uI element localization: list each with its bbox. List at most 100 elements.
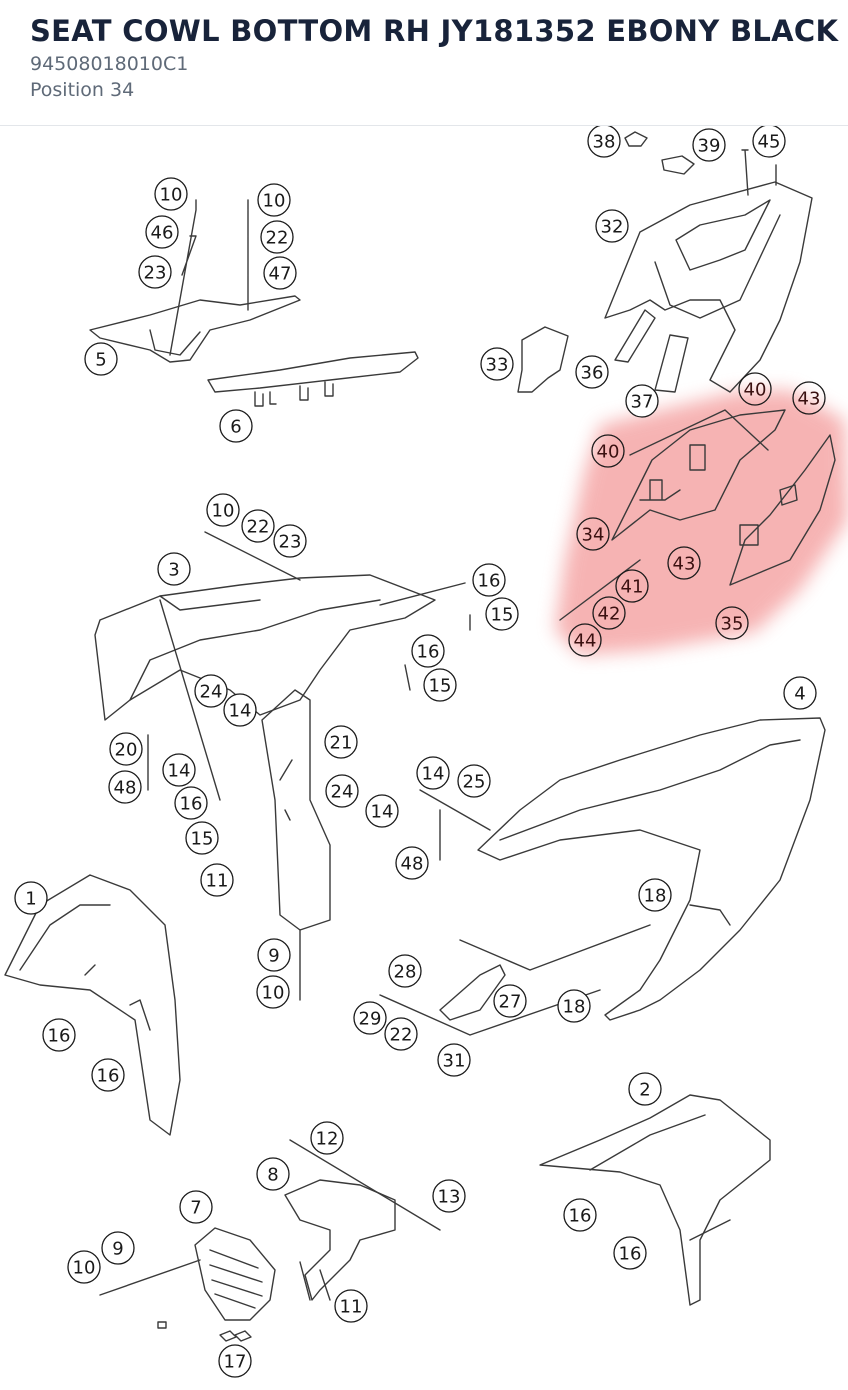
callout-44[interactable]: 44 [568,623,602,657]
selected-part-highlight[interactable] [555,390,848,655]
part-35-panel[interactable] [729,434,836,586]
part-1-front-cover[interactable] [4,874,181,1136]
callout-38[interactable]: 38 [587,126,621,158]
part-2-side-cover[interactable] [539,1094,771,1306]
callout-28[interactable]: 28 [388,954,422,988]
callout-10[interactable]: 10 [256,975,290,1009]
callout-47[interactable]: 47 [263,256,297,290]
callout-9[interactable]: 9 [101,1231,135,1265]
part-tail-cowl-outline[interactable] [604,181,813,393]
callout-11[interactable]: 11 [200,863,234,897]
part-33-bracket[interactable] [517,326,569,393]
part-7-grille[interactable] [194,1227,276,1321]
callout-27[interactable]: 27 [493,984,527,1018]
callout-43[interactable]: 43 [667,546,701,580]
callout-15[interactable]: 15 [423,668,457,702]
part-35-detail [739,484,798,546]
part-8-rack[interactable] [284,1179,396,1301]
part-5-bracket[interactable] [89,295,301,363]
callout-16[interactable]: 16 [411,634,445,668]
part-21-bracket[interactable] [261,689,331,931]
callout-29[interactable]: 29 [353,1001,387,1035]
callout-18[interactable]: 18 [638,878,672,912]
callout-1[interactable]: 1 [14,881,48,915]
callout-23[interactable]: 23 [273,524,307,558]
callout-3[interactable]: 3 [157,552,191,586]
callout-10[interactable]: 10 [206,493,240,527]
callout-16[interactable]: 16 [563,1198,597,1232]
callout-5[interactable]: 5 [84,342,118,376]
callout-32[interactable]: 32 [595,209,629,243]
callout-22[interactable]: 22 [260,220,294,254]
callout-16[interactable]: 16 [613,1236,647,1270]
part-37-grille[interactable] [654,334,689,393]
callout-8[interactable]: 8 [256,1157,290,1191]
callout-39[interactable]: 39 [692,128,726,162]
callout-25[interactable]: 25 [457,764,491,798]
callout-16[interactable]: 16 [42,1018,76,1052]
callout-number: 15 [429,676,452,697]
part-3-frame-cover[interactable] [94,574,436,721]
callout-21[interactable]: 21 [324,725,358,759]
callout-33[interactable]: 33 [480,347,514,381]
callout-6[interactable]: 6 [219,409,253,443]
callout-11[interactable]: 11 [334,1289,368,1323]
part-27-bracket[interactable] [439,964,506,1021]
callout-number: 18 [644,886,667,907]
callout-16[interactable]: 16 [472,563,506,597]
callout-20[interactable]: 20 [109,732,143,766]
callout-40[interactable]: 40 [738,372,772,406]
callout-10[interactable]: 10 [154,177,188,211]
callout-34[interactable]: 34 [576,517,610,551]
callout-number: 15 [491,605,514,626]
part-6-rail[interactable] [207,351,419,393]
part-34-seat-cowl-bottom-rh[interactable] [611,409,786,541]
part-38-washer[interactable] [624,131,648,147]
callout-14[interactable]: 14 [223,693,257,727]
callout-18[interactable]: 18 [557,989,591,1023]
callout-16[interactable]: 16 [174,786,208,820]
callout-12[interactable]: 12 [310,1121,344,1155]
callout-24[interactable]: 24 [325,774,359,808]
callout-14[interactable]: 14 [162,753,196,787]
callout-31[interactable]: 31 [437,1043,471,1077]
callout-48[interactable]: 48 [395,846,429,880]
callout-number: 23 [144,263,167,284]
part-17-clips[interactable] [157,1321,252,1342]
callout-14[interactable]: 14 [416,756,450,790]
callout-37[interactable]: 37 [625,384,659,418]
callout-22[interactable]: 22 [384,1017,418,1051]
callout-15[interactable]: 15 [485,597,519,631]
callout-2[interactable]: 2 [628,1072,662,1106]
callout-45[interactable]: 45 [752,126,786,158]
callout-41[interactable]: 41 [615,569,649,603]
callout-10[interactable]: 10 [257,183,291,217]
part-39-clip[interactable] [661,155,695,175]
callout-circle [174,786,208,820]
callout-36[interactable]: 36 [575,355,609,389]
callout-7[interactable]: 7 [179,1190,213,1224]
part-8-detail [289,1139,441,1301]
callout-42[interactable]: 42 [592,596,626,630]
callout-16[interactable]: 16 [91,1058,125,1092]
callout-22[interactable]: 22 [241,509,275,543]
callout-14[interactable]: 14 [365,794,399,828]
part-36-strip[interactable] [614,309,656,363]
callout-17[interactable]: 17 [218,1344,252,1378]
callout-10[interactable]: 10 [67,1250,101,1284]
callout-24[interactable]: 24 [194,674,228,708]
callout-40[interactable]: 40 [591,434,625,468]
part-4-side-cover[interactable] [477,717,826,1021]
part-45-screw[interactable] [741,149,777,196]
callout-15[interactable]: 15 [185,821,219,855]
callout-23[interactable]: 23 [138,255,172,289]
callout-46[interactable]: 46 [145,215,179,249]
callout-35[interactable]: 35 [715,606,749,640]
callout-43[interactable]: 43 [792,381,826,415]
callout-48[interactable]: 48 [108,770,142,804]
callout-4[interactable]: 4 [783,676,817,710]
callout-circle [310,1121,344,1155]
callout-13[interactable]: 13 [432,1179,466,1213]
callout-9[interactable]: 9 [257,938,291,972]
